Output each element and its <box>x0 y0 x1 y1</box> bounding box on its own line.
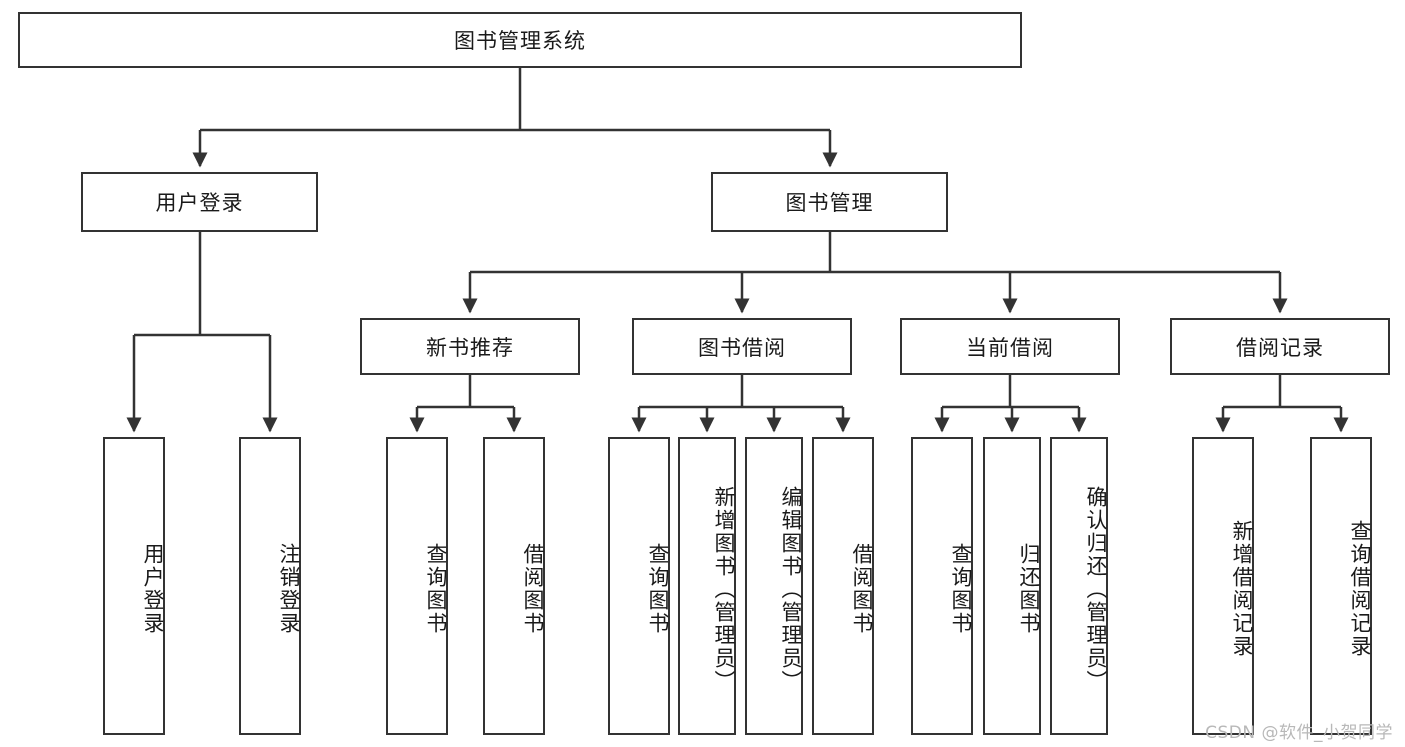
node-label: 注销登录 <box>277 543 301 635</box>
node-label: 当前借阅 <box>966 335 1054 360</box>
node-label: 图书管理 <box>785 191 874 215</box>
node-user-login[interactable]: 用户登录 <box>81 172 318 232</box>
leaf-node[interactable]: 查询图书 <box>911 437 973 735</box>
leaf-node[interactable]: 编辑图书（管理员） <box>745 437 803 735</box>
node-label: 新书推荐 <box>426 335 514 360</box>
leaf-node[interactable]: 查询图书 <box>386 437 448 735</box>
leaf-node[interactable]: 查询图书 <box>608 437 670 735</box>
node-label: 借阅图书 <box>521 543 545 635</box>
node-label: 归还图书 <box>1017 543 1041 635</box>
leaf-node[interactable]: 新增借阅记录 <box>1192 437 1254 735</box>
leaf-node[interactable]: 归还图书 <box>983 437 1041 735</box>
node-label: 确认归还（管理员） <box>1084 485 1108 693</box>
node-label: 图书借阅 <box>698 335 786 360</box>
leaf-node[interactable]: 借阅图书 <box>483 437 545 735</box>
node-label: 查询图书 <box>646 543 670 635</box>
node-book-management-system[interactable]: 图书管理系统 <box>18 12 1022 68</box>
node-label: 借阅记录 <box>1236 335 1324 360</box>
node-label: 新增图书（管理员） <box>712 485 736 693</box>
leaf-node[interactable]: 用户登录 <box>103 437 165 735</box>
leaf-node[interactable]: 新增图书（管理员） <box>678 437 736 735</box>
leaf-node[interactable]: 查询借阅记录 <box>1310 437 1372 735</box>
node-label: 新增借阅记录 <box>1230 520 1254 658</box>
node-label: 查询借阅记录 <box>1348 520 1372 658</box>
node-borrowing-record[interactable]: 借阅记录 <box>1170 318 1390 375</box>
csdn-watermark: CSDN @软件_小贺同学 <box>1205 723 1393 743</box>
node-label: 查询图书 <box>949 543 973 635</box>
node-label: 借阅图书 <box>850 543 874 635</box>
node-label: 用户登录 <box>141 543 165 635</box>
leaf-node[interactable]: 确认归还（管理员） <box>1050 437 1108 735</box>
node-label: 用户登录 <box>155 191 244 215</box>
leaf-node[interactable]: 借阅图书 <box>812 437 874 735</box>
node-new-book-recommendation[interactable]: 新书推荐 <box>360 318 580 375</box>
leaf-node[interactable]: 注销登录 <box>239 437 301 735</box>
node-label: 编辑图书（管理员） <box>779 485 803 693</box>
node-book-management[interactable]: 图书管理 <box>711 172 948 232</box>
node-current-borrowing[interactable]: 当前借阅 <box>900 318 1120 375</box>
node-label: 图书管理系统 <box>454 29 586 53</box>
node-book-borrowing[interactable]: 图书借阅 <box>632 318 852 375</box>
node-label: 查询图书 <box>424 543 448 635</box>
